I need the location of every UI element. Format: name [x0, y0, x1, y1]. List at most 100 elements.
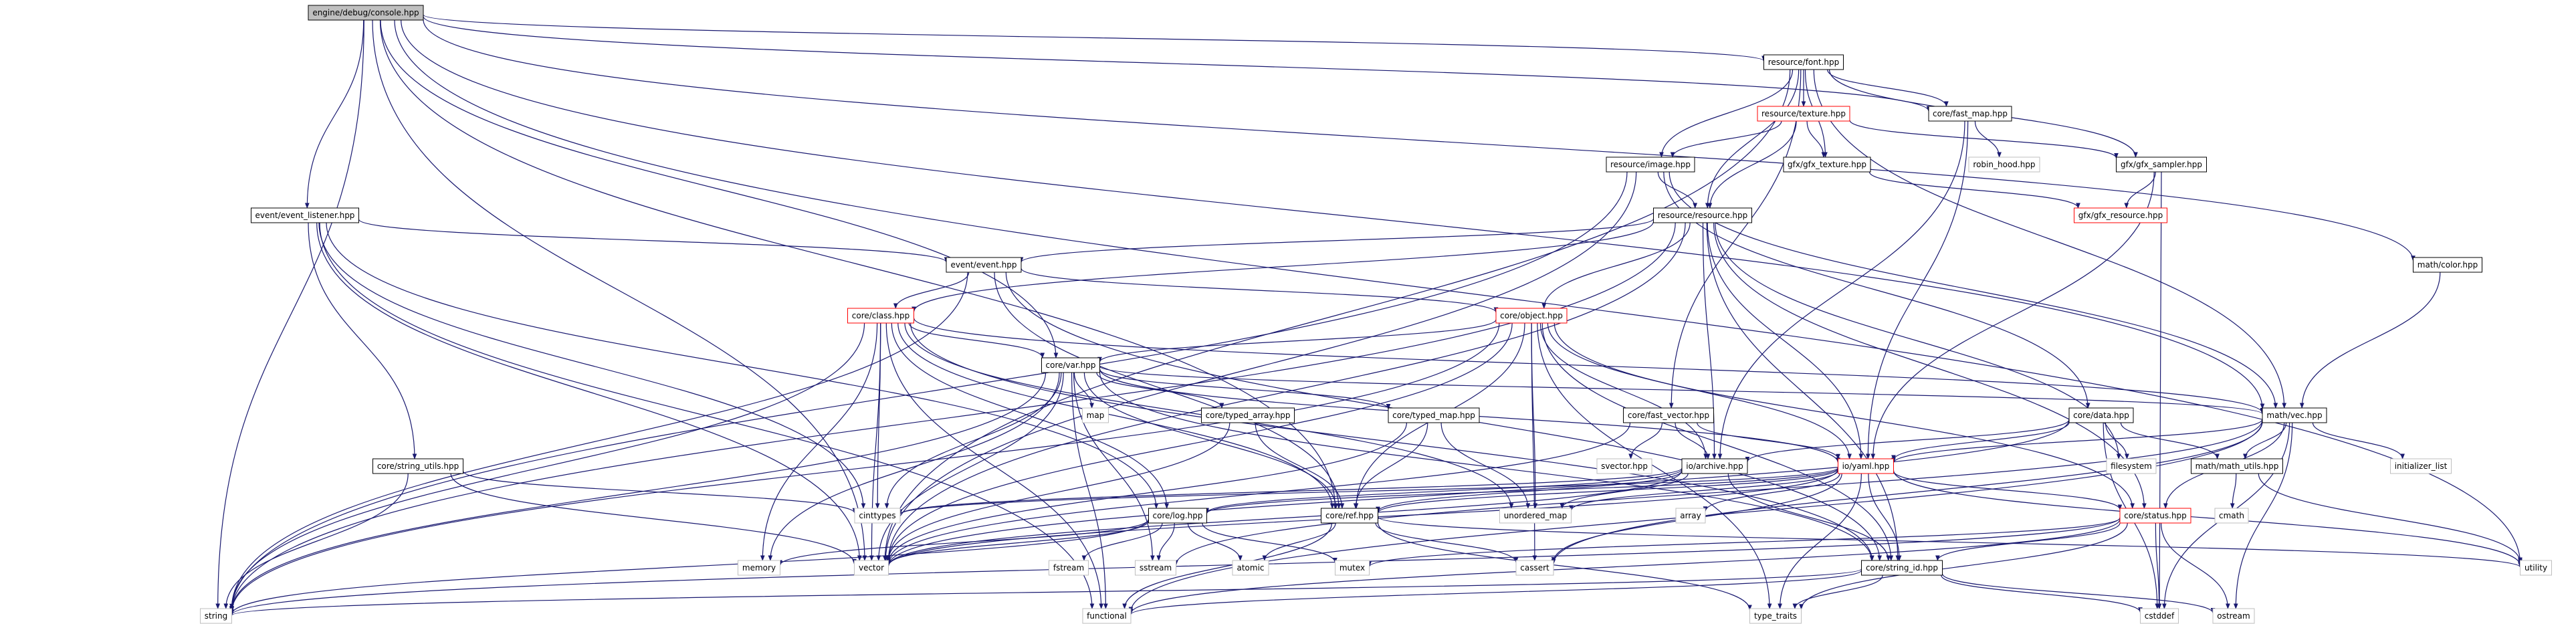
- node-box: [1675, 508, 1706, 524]
- node-strutils[interactable]: core/string_utils.hpp: [372, 458, 463, 474]
- node-box: [847, 308, 914, 324]
- node-resource[interactable]: resource/resource.hpp: [1653, 207, 1752, 223]
- edge-typedarr-to-ref: [1255, 422, 1345, 509]
- edge-data-to-filesystem: [2105, 422, 2129, 459]
- node-box: [1335, 560, 1370, 576]
- node-ref[interactable]: core/ref.hpp: [1321, 508, 1378, 524]
- edge-gfxsampler-to-yaml: [1870, 171, 2155, 459]
- node-mathutils[interactable]: math/math_utils.hpp: [2191, 458, 2283, 474]
- node-utility: utility: [2520, 560, 2552, 576]
- node-status[interactable]: core/status.hpp: [2119, 508, 2191, 524]
- node-gfxtex[interactable]: gfx/gfx_texture.hpp: [1783, 157, 1871, 173]
- node-label: core/string_id.hpp: [1866, 563, 1938, 573]
- node-box: [854, 560, 889, 576]
- node-typedmap[interactable]: core/typed_map.hpp: [1388, 407, 1480, 423]
- edge-var-to-typedarr: [1096, 372, 1224, 409]
- node-label: core/var.hpp: [1046, 360, 1096, 370]
- node-color[interactable]: math/color.hpp: [2413, 257, 2482, 273]
- node-yaml[interactable]: io/yaml.hpp: [1838, 458, 1894, 474]
- node-box: [2106, 458, 2157, 474]
- node-label: type_traits: [1754, 611, 1797, 621]
- node-fastvec[interactable]: core/fast_vector.hpp: [1623, 407, 1714, 423]
- edge-typedmap-to-unorderedmap: [1440, 422, 1531, 509]
- edge-mathvec-to-sstream: [1174, 419, 2263, 566]
- node-cmath: cmath: [2214, 508, 2249, 524]
- node-filesystem: filesystem: [2106, 458, 2157, 474]
- node-box: [1515, 560, 1554, 576]
- node-box: [2068, 407, 2134, 423]
- edge-object-to-unorderedmap: [1531, 322, 1538, 509]
- edge-status-to-stringid: [1935, 522, 2121, 561]
- node-event[interactable]: event/event.hpp: [946, 257, 1022, 273]
- node-gfxsampler[interactable]: gfx/gfx_sampler.hpp: [2116, 157, 2207, 173]
- edge-object-to-archive: [1539, 322, 1708, 459]
- edge-mathutils-to-utility: [2258, 473, 2523, 563]
- node-gfxres[interactable]: gfx/gfx_resource.hpp: [2074, 207, 2167, 223]
- edge-status-to-functional: [1128, 519, 2121, 615]
- node-stringid[interactable]: core/string_id.hpp: [1861, 560, 1943, 576]
- edge-resource-to-stringid: [1706, 222, 1901, 561]
- node-var[interactable]: core/var.hpp: [1041, 357, 1100, 373]
- node-box: [1757, 106, 1850, 122]
- node-box: [2520, 560, 2552, 576]
- edge-yaml-to-unorderedmap: [1569, 470, 1839, 511]
- edge-fastmap-to-yaml: [1865, 120, 1969, 459]
- edge-status-to-typetraits: [1799, 522, 2128, 610]
- edge-resource-to-object: [1541, 222, 1691, 309]
- node-label: vector: [859, 563, 884, 573]
- node-image[interactable]: resource/image.hpp: [1606, 157, 1695, 173]
- node-box: [1388, 407, 1480, 423]
- edge-yaml-to-status: [1893, 470, 2123, 510]
- edge-var-to-string: [229, 372, 1047, 612]
- node-label: initializer_list: [2395, 461, 2448, 471]
- node-box: [2214, 508, 2249, 524]
- node-fastmap[interactable]: core/fast_map.hpp: [1928, 106, 2012, 122]
- node-label: array: [1680, 511, 1701, 520]
- node-font[interactable]: resource/font.hpp: [1763, 54, 1844, 70]
- node-box: [2262, 407, 2327, 423]
- edge-font-to-fastvec: [1669, 69, 1802, 409]
- node-box: [372, 458, 463, 474]
- edge-mathvec-to-mathutils: [2243, 422, 2287, 459]
- edge-event-to-class: [893, 272, 970, 309]
- node-box: [1783, 157, 1871, 173]
- node-typedarr[interactable]: core/typed_array.hpp: [1201, 407, 1295, 423]
- node-object[interactable]: core/object.hpp: [1495, 308, 1568, 324]
- edge-class-to-var: [908, 322, 1045, 358]
- node-evlistener[interactable]: event/event_listener.hpp: [251, 207, 359, 223]
- edge-yaml-to-log: [1204, 467, 1839, 514]
- node-box: [738, 560, 780, 576]
- edge-ref-to-atomic: [1262, 522, 1336, 561]
- node-label: cstddef: [2145, 611, 2175, 621]
- edge-font-to-mathvec: [1813, 69, 2287, 409]
- node-label: ostream: [2217, 611, 2250, 621]
- node-class[interactable]: core/class.hpp: [847, 308, 914, 324]
- node-fstream: fstream: [1049, 560, 1089, 576]
- edge-console-to-var: [380, 19, 1059, 358]
- edge-image-to-vector: [883, 171, 1637, 561]
- edge-log-to-atomic: [1187, 522, 1243, 561]
- edge-status-to-ostream: [2161, 522, 2230, 609]
- edge-yaml-to-array: [1703, 473, 1840, 512]
- edge-class-to-string: [229, 322, 865, 610]
- edge-archive-to-log: [1204, 468, 1683, 514]
- edge-yaml-to-utility: [1893, 470, 2523, 566]
- node-box: [1968, 157, 2040, 173]
- node-box: [1606, 157, 1695, 173]
- edge-gfxsampler-to-gfxres: [2124, 171, 2156, 209]
- node-archive[interactable]: io/archive.hpp: [1681, 458, 1748, 474]
- node-box: [1749, 608, 1802, 624]
- node-label: utility: [2525, 563, 2547, 573]
- node-texture[interactable]: resource/texture.hpp: [1757, 106, 1850, 122]
- edge-var-to-functional: [1071, 372, 1108, 609]
- edge-log-to-vector: [886, 520, 1150, 566]
- node-box: [2413, 257, 2482, 273]
- nodes-layer: engine/debug/console.hpp resource/font.hp…: [200, 5, 2552, 624]
- edge-fastvec-to-yaml: [1697, 422, 1840, 460]
- node-data[interactable]: core/data.hpp: [2068, 407, 2134, 423]
- node-log[interactable]: core/log.hpp: [1148, 508, 1207, 524]
- edge-var-to-sstream: [1073, 372, 1155, 561]
- node-mathvec[interactable]: math/vec.hpp: [2262, 407, 2327, 423]
- node-label: core/data.hpp: [2073, 411, 2129, 420]
- node-console[interactable]: engine/debug/console.hpp: [308, 5, 424, 21]
